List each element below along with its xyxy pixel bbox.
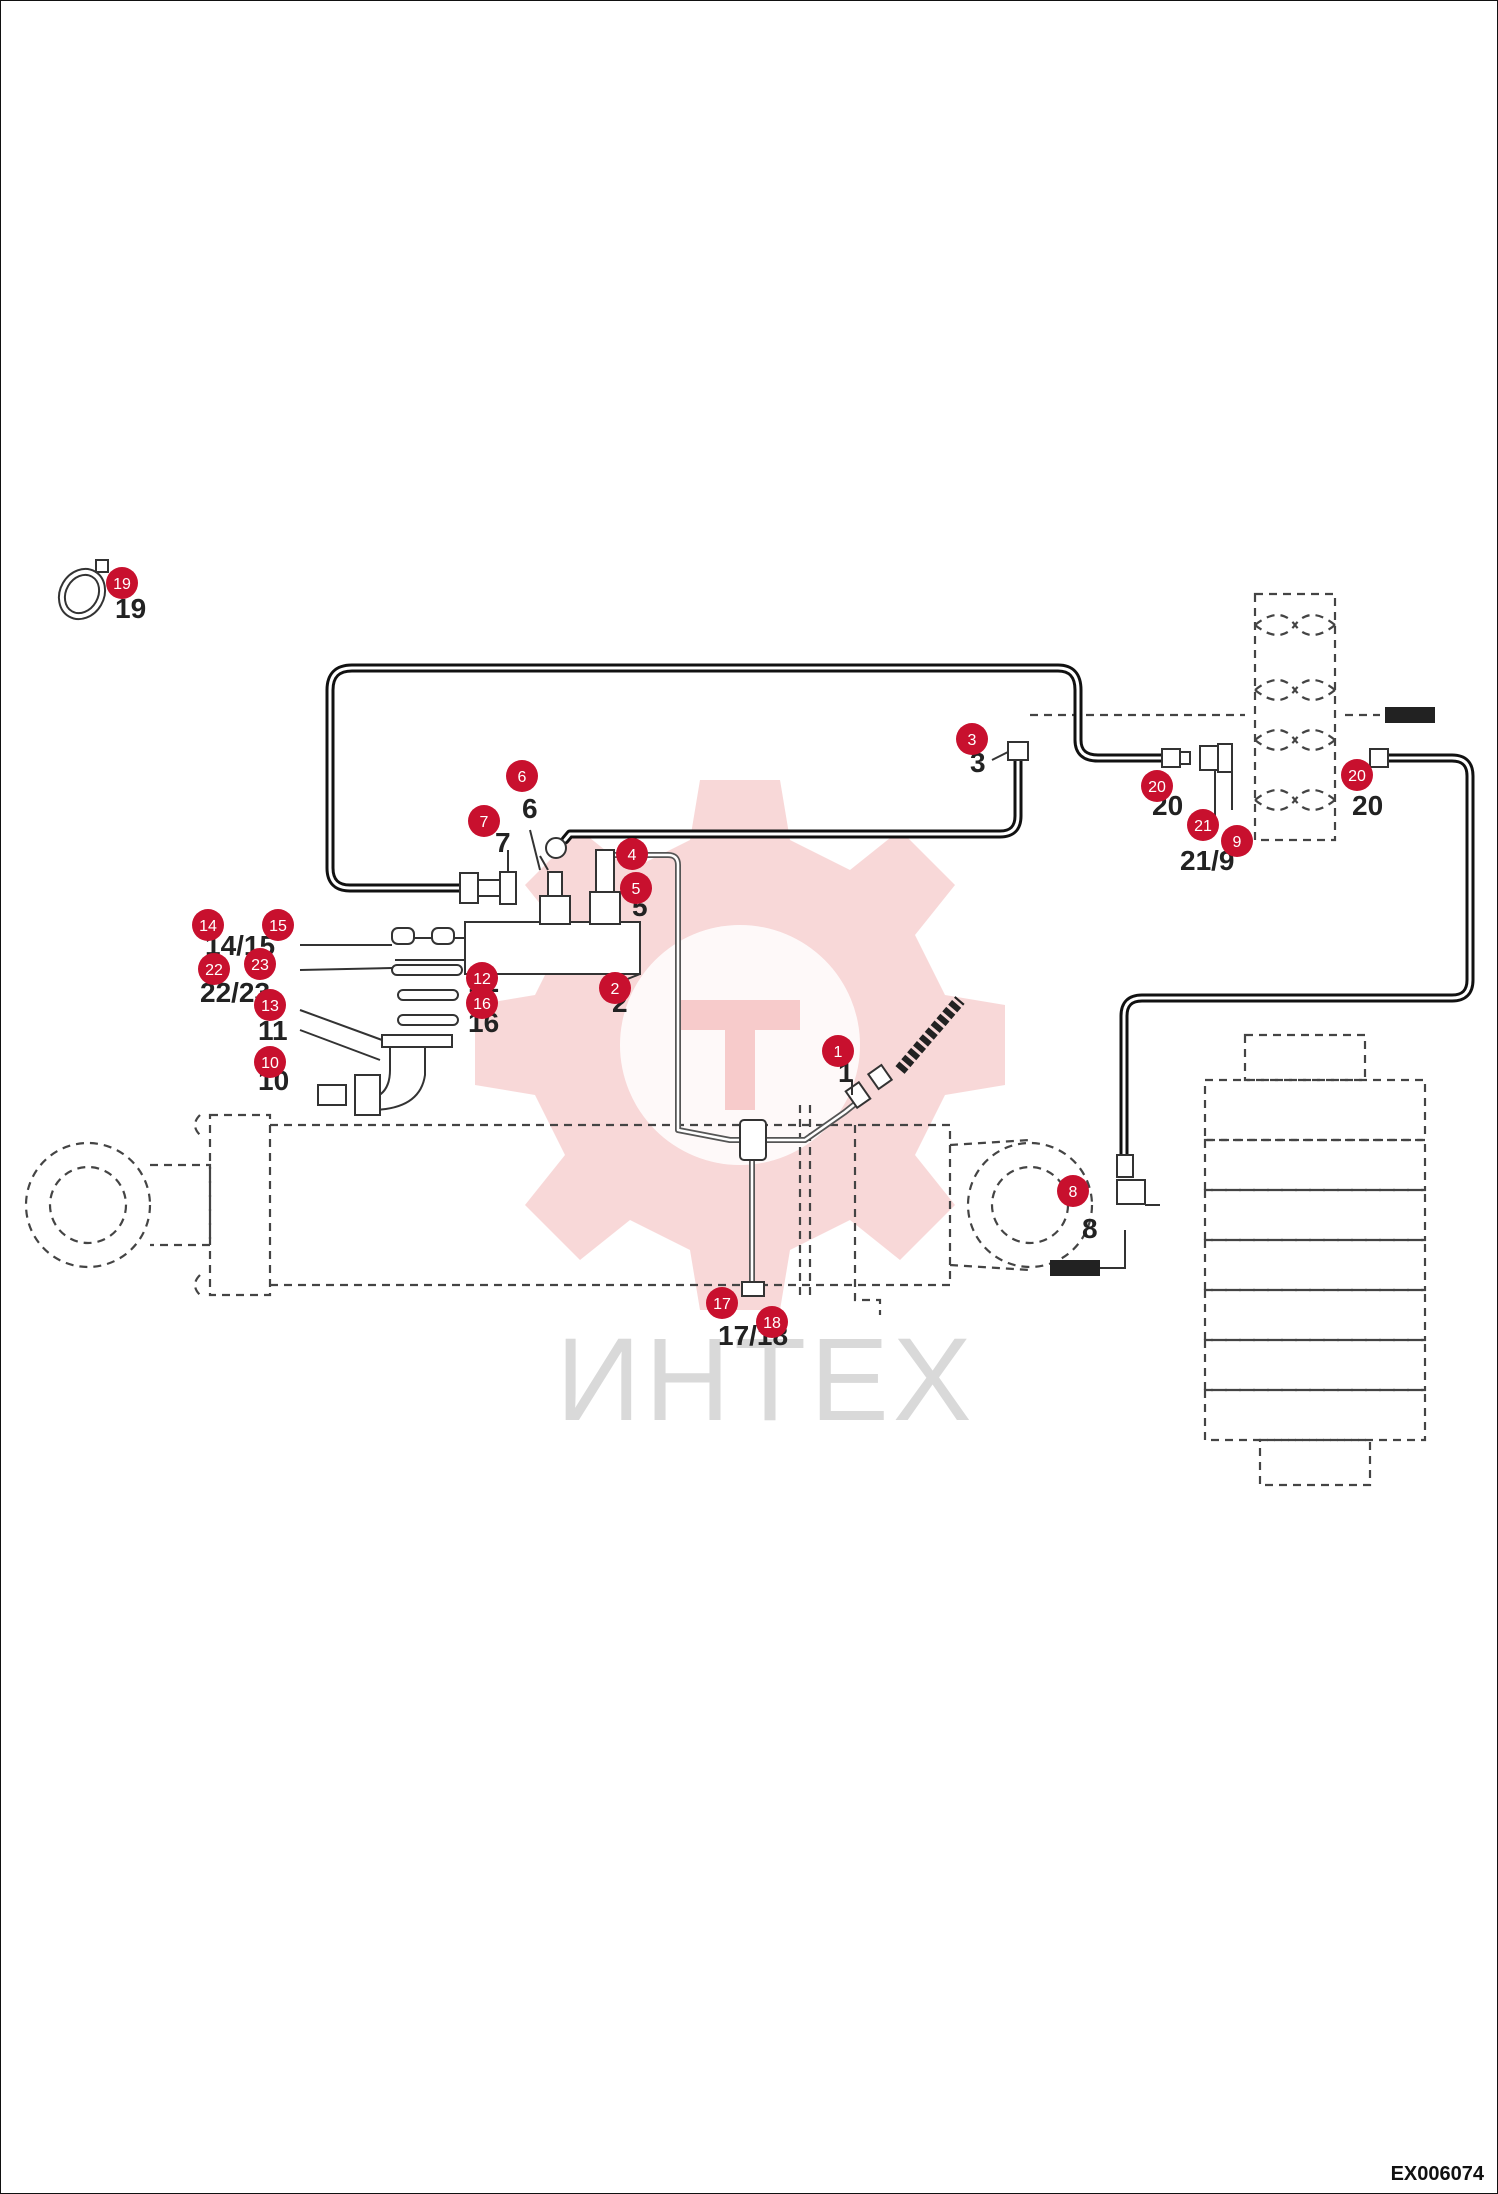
- hose-main-loop: [325, 663, 1170, 893]
- callout-badge-9[interactable]: 9: [1221, 825, 1253, 857]
- svg-text:20: 20: [1148, 779, 1166, 796]
- watermark-text: ИНТЕХ: [556, 1314, 976, 1446]
- fitting-7: [459, 850, 517, 905]
- svg-text:18: 18: [763, 1315, 781, 1332]
- callout-badge-5[interactable]: 5: [620, 872, 652, 904]
- callout-badge-17[interactable]: 17: [706, 1287, 738, 1319]
- svg-text:17: 17: [713, 1296, 731, 1313]
- callout-badge-3[interactable]: 3: [956, 723, 988, 755]
- svg-text:13: 13: [261, 998, 279, 1015]
- flange-seals: [317, 964, 463, 1116]
- svg-text:14: 14: [199, 918, 217, 935]
- svg-text:23: 23: [251, 957, 269, 974]
- callout-badge-21[interactable]: 21: [1187, 809, 1219, 841]
- callout-badge-15[interactable]: 15: [262, 909, 294, 941]
- leader-lines: [299, 829, 853, 1095]
- svg-text:21: 21: [1194, 818, 1212, 835]
- clamp-part-19: [57, 559, 109, 621]
- control-valve-outline: [1030, 592, 1435, 842]
- callout-badge-10[interactable]: 10: [254, 1046, 286, 1078]
- callout-badge-7[interactable]: 7: [468, 805, 500, 837]
- part-label-20-right: 20: [1352, 790, 1383, 821]
- part-label-6: 6: [522, 793, 538, 824]
- watermark-gear-logo: [475, 780, 1005, 1310]
- part-label-8: 8: [1082, 1213, 1098, 1244]
- callout-badge-18[interactable]: 18: [756, 1306, 788, 1338]
- hose-valve-to-cylinder: [1119, 753, 1475, 1165]
- svg-text:9: 9: [1233, 834, 1242, 851]
- callout-badge-1[interactable]: 1: [822, 1035, 854, 1067]
- callout-badge-13[interactable]: 13: [254, 989, 286, 1021]
- callout-badge-8[interactable]: 8: [1057, 1175, 1089, 1207]
- callout-badge-23[interactable]: 23: [244, 948, 276, 980]
- svg-text:8: 8: [1069, 1184, 1078, 1201]
- fitting-8: [1050, 1154, 1160, 1276]
- machine-body-outline: [1203, 1033, 1427, 1487]
- callout-badge-14[interactable]: 14: [192, 909, 224, 941]
- svg-text:19: 19: [113, 576, 131, 593]
- svg-text:10: 10: [261, 1055, 279, 1072]
- svg-text:3: 3: [968, 732, 977, 749]
- svg-text:1: 1: [834, 1044, 843, 1061]
- callout-badge-12[interactable]: 12: [466, 962, 498, 994]
- part-label-7: 7: [495, 827, 511, 858]
- svg-text:12: 12: [473, 971, 491, 988]
- drawing-code: EX006074: [1390, 2163, 1484, 2185]
- fitting-3: [991, 741, 1029, 761]
- svg-text:22: 22: [205, 962, 223, 979]
- svg-text:15: 15: [269, 918, 287, 935]
- svg-text:4: 4: [628, 847, 637, 864]
- svg-text:7: 7: [480, 814, 489, 831]
- callout-badge-2[interactable]: 2: [599, 972, 631, 1004]
- callout-badge-20-right[interactable]: 20: [1341, 759, 1373, 791]
- svg-text:16: 16: [473, 996, 491, 1013]
- steel-tube-lines: [610, 852, 862, 1297]
- callout-badge-20-left[interactable]: 20: [1141, 770, 1173, 802]
- fitting-6: [539, 837, 567, 871]
- svg-text:20: 20: [1348, 768, 1366, 785]
- svg-text:2: 2: [611, 981, 620, 998]
- callout-badge-22[interactable]: 22: [198, 953, 230, 985]
- fittings-20-21-9: [1161, 743, 1389, 820]
- callout-badge-19[interactable]: 19: [106, 567, 138, 599]
- callout-badge-4[interactable]: 4: [616, 838, 648, 870]
- svg-text:5: 5: [632, 881, 641, 898]
- callout-badge-6[interactable]: 6: [506, 760, 538, 792]
- svg-text:6: 6: [518, 769, 527, 786]
- manifold-block-part-2: [391, 849, 641, 975]
- callout-badges: 1 2 3 4 5 6 7 8 9 10 12 13 14 15 16 17 1…: [106, 567, 1373, 1338]
- hose-fitting-6-to-3: [560, 755, 1023, 845]
- callout-badge-16[interactable]: 16: [466, 987, 498, 1019]
